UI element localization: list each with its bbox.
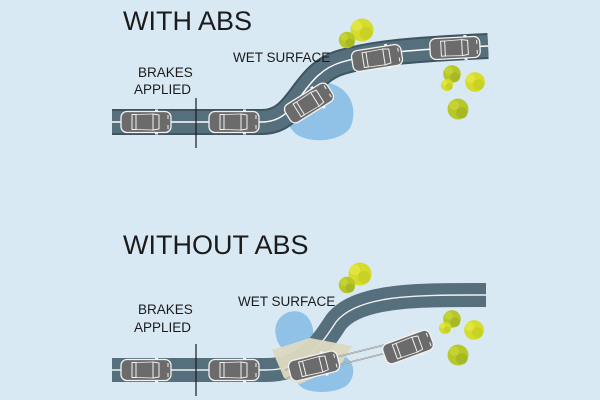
car-top-view-icon bbox=[120, 356, 172, 384]
tree-bush-icon bbox=[338, 31, 356, 49]
car-top-view-icon bbox=[428, 33, 482, 63]
tree-bush-icon bbox=[440, 78, 454, 92]
brakes-applied-label-line2: APPLIED bbox=[134, 320, 191, 335]
car-top-view-icon bbox=[208, 356, 260, 384]
tree-bush-icon bbox=[438, 321, 452, 335]
brakes-applied-label-line2: APPLIED bbox=[134, 82, 191, 97]
car-top-view-icon bbox=[208, 108, 260, 136]
tree-bush-icon bbox=[464, 320, 484, 340]
car-top-view-icon bbox=[120, 108, 172, 136]
panel-without-abs: WITHOUT ABS BRAKES APPLIED WET SURFACE bbox=[112, 230, 487, 396]
brakes-applied-label-line1: BRAKES bbox=[138, 302, 193, 317]
brakes-applied-label-line1: BRAKES bbox=[138, 65, 193, 80]
car-top-view-icon bbox=[379, 326, 437, 368]
tree-bush-icon bbox=[447, 98, 469, 120]
panel-with-abs: WITH ABS BRAKES APPLIED WET SURFACE bbox=[112, 6, 489, 148]
panel-title: WITH ABS bbox=[123, 6, 252, 36]
tree-bush-icon bbox=[338, 276, 356, 294]
panel-title: WITHOUT ABS bbox=[123, 230, 309, 260]
tree-bush-icon bbox=[465, 72, 485, 92]
wet-surface-label: WET SURFACE bbox=[238, 294, 335, 309]
tree-bush-icon bbox=[447, 344, 469, 366]
road bbox=[112, 33, 489, 135]
wet-surface-label: WET SURFACE bbox=[233, 50, 330, 65]
